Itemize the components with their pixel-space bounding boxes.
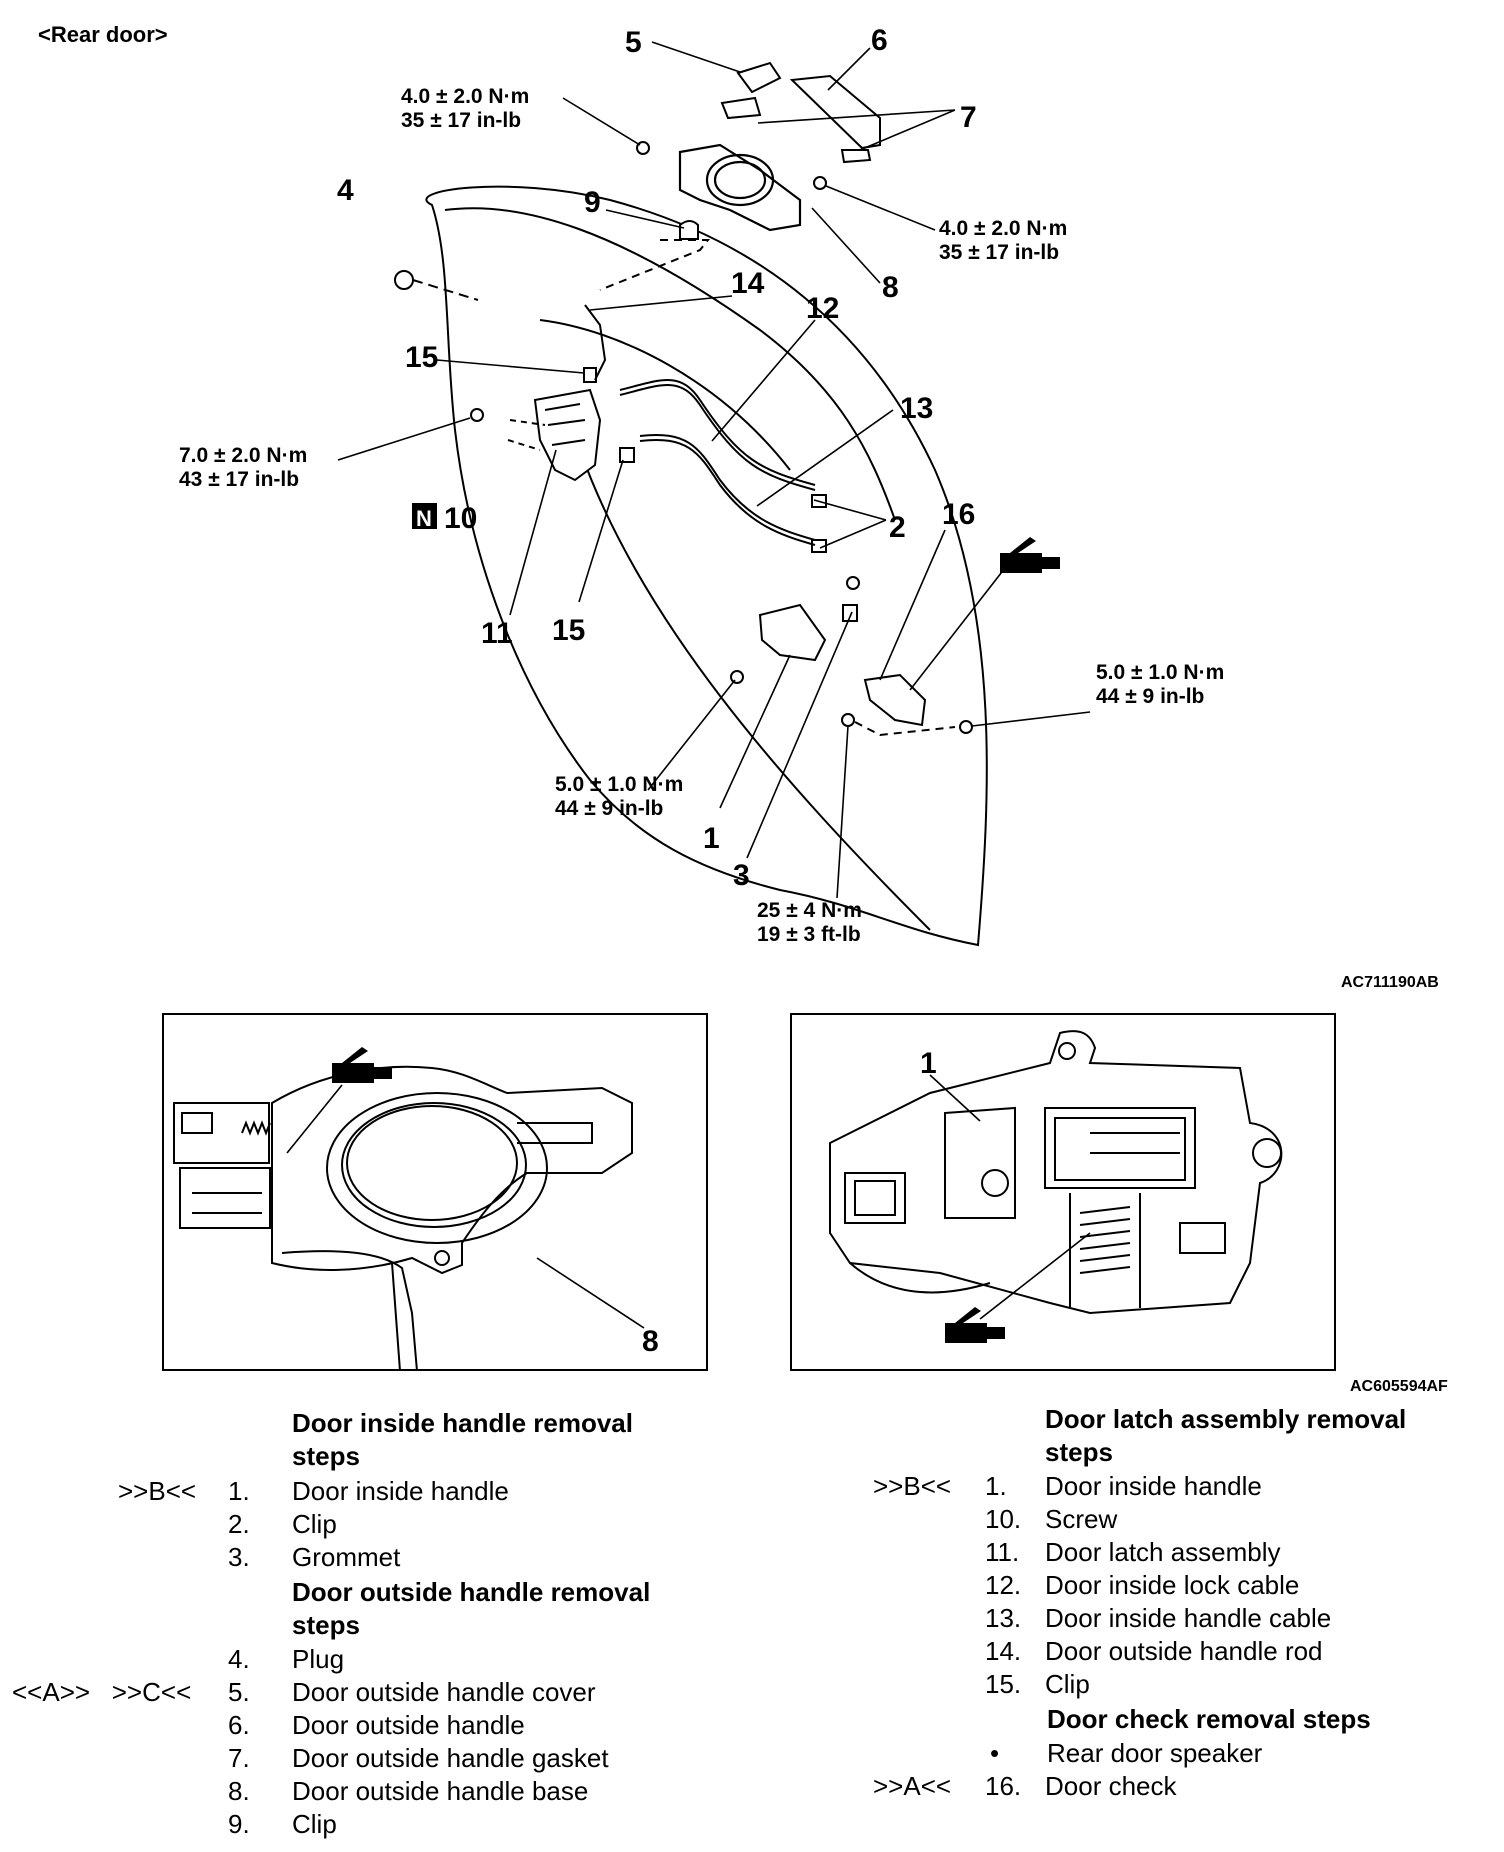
callout-15b: 15 <box>552 614 585 647</box>
outside-handle-base <box>678 143 802 232</box>
outside-handle <box>789 74 881 150</box>
torque-nm: 4.0 ± 2.0 N·m <box>401 85 529 108</box>
door-check <box>863 673 927 727</box>
door-latch-assembly <box>507 388 602 482</box>
section-title: Door outside handle removal steps <box>292 1577 651 1640</box>
torque-imp: 44 ± 9 in-lb <box>1096 685 1204 708</box>
torque-imp: 43 ± 17 in-lb <box>179 468 299 491</box>
n-mark-box <box>412 503 437 529</box>
callout-1: 1 <box>703 822 720 855</box>
outside-handle-rod <box>584 304 607 381</box>
section-title: Door check removal steps <box>1047 1704 1371 1734</box>
door-window-line <box>539 319 791 471</box>
grease-icon <box>945 1307 1005 1343</box>
inside-lock-cable-inner <box>619 384 816 491</box>
callout-16: 16 <box>942 498 975 531</box>
torque-imp: 19 ± 3 ft-lb <box>757 923 861 946</box>
bolt-icon <box>846 576 860 590</box>
outside-handle-cover <box>736 61 782 94</box>
callout-11: 11 <box>481 617 513 650</box>
grease-icon <box>332 1047 392 1083</box>
callout-13: 13 <box>900 392 933 425</box>
detail-callout-8: 8 <box>642 1325 659 1358</box>
page-header: <Rear door> <box>38 22 168 47</box>
callout-12: 12 <box>806 292 839 325</box>
n-mark-letter: N <box>416 506 432 531</box>
callout-15a: 15 <box>405 341 438 374</box>
callout-6: 6 <box>871 24 888 57</box>
torque-imp: 44 ± 9 in-lb <box>555 797 663 820</box>
callout-2: 2 <box>889 511 906 544</box>
detail-callout-1: 1 <box>920 1047 937 1080</box>
clip-icon <box>679 220 699 240</box>
detail-figure-left: 8 <box>162 1013 708 1371</box>
torque-imp: 35 ± 17 in-lb <box>939 241 1059 264</box>
plug-icon <box>394 270 414 290</box>
bolt-icon <box>636 141 650 155</box>
torque-nm: 7.0 ± 2.0 N·m <box>179 444 307 467</box>
callout-3: 3 <box>733 859 750 892</box>
figure-id: AC711190AB <box>1341 974 1439 991</box>
door-inner-line <box>444 207 896 521</box>
callout-8: 8 <box>882 271 899 304</box>
clip-icon <box>619 447 635 463</box>
screw-icon <box>470 408 484 422</box>
inside-handle-cable-inner <box>639 438 816 546</box>
torque-nm: 25 ± 4 N·m <box>757 899 862 922</box>
door-inside-handle <box>758 603 858 662</box>
clip-icon <box>811 494 827 508</box>
clip-icon <box>583 367 597 383</box>
section-title: Door latch assembly removal steps <box>1045 1404 1407 1467</box>
callout-4: 4 <box>337 174 354 207</box>
callout-10: 10 <box>444 502 477 535</box>
inside-lock-cable <box>619 379 816 486</box>
torque-nm: 4.0 ± 2.0 N·m <box>939 217 1067 240</box>
detail-figure-right: 1 <box>790 1013 1336 1371</box>
grease-icon <box>1000 537 1060 573</box>
bolt-icon <box>813 176 827 190</box>
torque-nm: 5.0 ± 1.0 N·m <box>555 773 683 796</box>
torque-imp: 35 ± 17 in-lb <box>401 109 521 132</box>
bolt-icon <box>959 720 973 734</box>
exploded-view-diagram: 1 2 3 4 5 6 7 8 9 10 11 12 13 14 15 15 1… <box>179 24 1439 991</box>
gasket-front <box>720 96 762 120</box>
door-frame-outline <box>425 185 988 947</box>
detail-figure-id: AC605594AF <box>1350 1378 1448 1395</box>
torque-nm: 5.0 ± 1.0 N·m <box>1096 661 1224 684</box>
callout-9: 9 <box>584 186 601 219</box>
gasket-rear <box>840 149 872 164</box>
inside-handle-cable <box>639 433 816 541</box>
section-title: Door inside handle removal steps <box>292 1408 633 1471</box>
callout-14: 14 <box>731 267 765 300</box>
callout-5: 5 <box>625 26 642 59</box>
bolt-icon <box>730 670 744 684</box>
bolt-icon <box>841 713 855 727</box>
callout-7: 7 <box>960 101 977 134</box>
